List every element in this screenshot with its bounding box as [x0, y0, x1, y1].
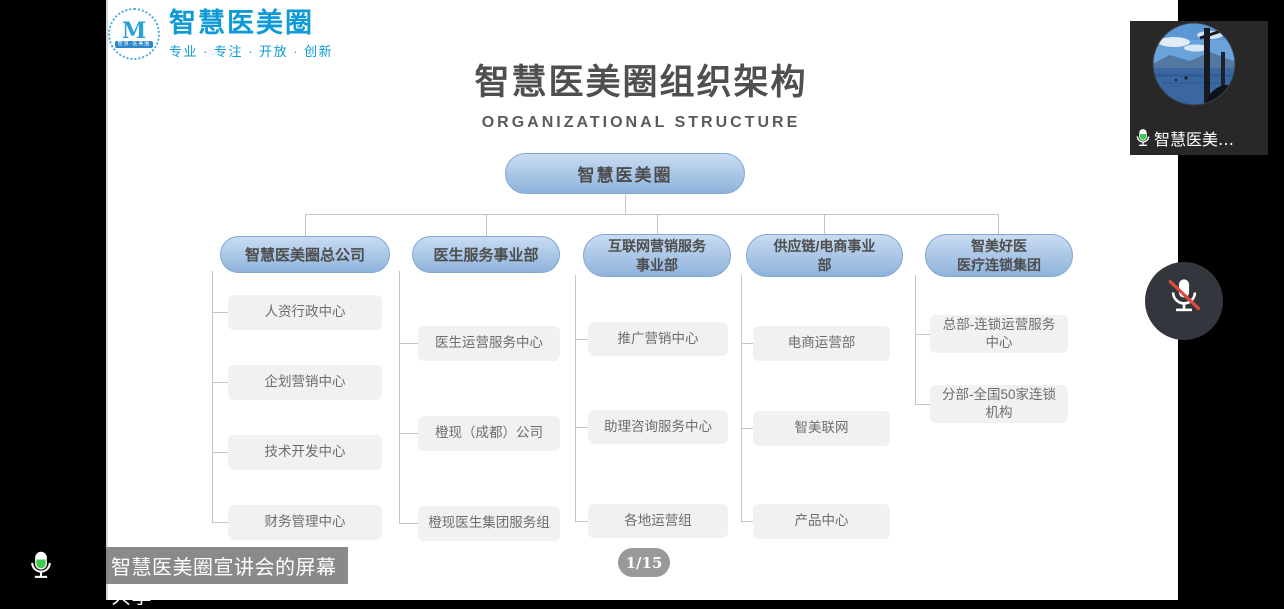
- org-child-node: 人资行政中心: [228, 295, 382, 330]
- page-subtitle: ORGANIZATIONAL STRUCTURE: [481, 114, 801, 131]
- page-indicator: 1/15: [618, 548, 670, 577]
- screen-share-banner-text: 智慧医美圈宣讲会的屏幕共享: [111, 555, 337, 608]
- screen-share-banner: [106, 547, 348, 584]
- connector-line: [486, 214, 487, 236]
- connector-line: [212, 522, 228, 523]
- connector-line: [824, 214, 825, 234]
- org-child-node: 企划营销中心: [228, 365, 382, 400]
- brand-badge-caption: 智慧·医美圈: [114, 40, 154, 48]
- connector-line: [399, 433, 418, 434]
- page-title: 智慧医美圈组织架构: [474, 63, 808, 102]
- connector-line: [915, 404, 930, 405]
- connector-line: [915, 334, 930, 335]
- connector-line: [399, 271, 400, 523]
- org-branch-node: 供应链/电商事业 部: [746, 234, 903, 277]
- connector-line: [212, 312, 228, 313]
- org-child-node: 助理咨询服务中心: [588, 410, 728, 444]
- connector-line: [575, 521, 588, 522]
- org-child-node: 医生运营服务中心: [418, 326, 560, 361]
- connector-line: [212, 271, 213, 522]
- connector-line: [741, 428, 753, 429]
- org-child-node: 各地运营组: [588, 504, 728, 538]
- connector-line: [998, 214, 999, 234]
- org-child-node: 技术开发中心: [228, 435, 382, 470]
- connector-line: [399, 343, 418, 344]
- org-branch-node: 智慧医美圈总公司: [220, 236, 390, 273]
- org-child-node: 分部-全国50家连锁 机构: [930, 385, 1068, 423]
- connector-line: [399, 523, 418, 524]
- org-child-node: 电商运营部: [753, 326, 890, 361]
- org-branch-node: 医生服务事业部: [412, 236, 560, 273]
- connector-line: [741, 521, 753, 522]
- org-child-node: 产品中心: [753, 504, 890, 539]
- org-root-node: 智慧医美圈: [505, 153, 745, 194]
- org-child-node: 橙现（成都）公司: [418, 416, 560, 451]
- org-child-node: 智美联网: [753, 411, 890, 446]
- participant-name: 智慧医美…: [1154, 130, 1235, 149]
- org-child-node: 推广营销中心: [588, 322, 728, 356]
- org-child-node: 橙现医生集团服务组: [418, 506, 560, 541]
- connector-line: [212, 452, 228, 453]
- connector-line: [741, 275, 742, 521]
- connector-line: [305, 214, 306, 236]
- brand-logo: M 智慧·医美圈 智慧医美圈 专业 · 专注 · 开放 · 创新: [108, 8, 333, 60]
- brand-badge-icon: M 智慧·医美圈: [108, 8, 160, 60]
- connector-line: [575, 339, 588, 340]
- org-branch-node: 互联网营销服务 事业部: [583, 234, 731, 277]
- brand-monogram: M: [121, 17, 147, 44]
- connector-line: [657, 214, 658, 234]
- connector-line: [575, 427, 588, 428]
- connector-line: [625, 194, 626, 214]
- connector-line: [305, 214, 998, 215]
- brand-name: 智慧医美圈: [169, 8, 314, 38]
- microphone-muted-icon: [1155, 270, 1213, 333]
- participant-thumbnail[interactable]: 智慧医美…: [1130, 21, 1268, 155]
- unmute-button[interactable]: [1145, 262, 1223, 340]
- brand-tagline: 专业 · 专注 · 开放 · 创新: [169, 44, 334, 59]
- connector-line: [741, 343, 753, 344]
- participant-avatar: [1152, 22, 1236, 106]
- org-child-node: 财务管理中心: [228, 505, 382, 540]
- microphone-level-icon: [27, 550, 55, 581]
- org-branch-node: 智美好医 医疗连锁集团: [925, 234, 1073, 277]
- connector-line: [575, 275, 576, 521]
- microphone-level-icon: [1134, 127, 1152, 149]
- connector-line: [915, 275, 916, 405]
- org-child-node: 总部-连锁运营服务 中心: [930, 315, 1068, 353]
- connector-line: [212, 382, 228, 383]
